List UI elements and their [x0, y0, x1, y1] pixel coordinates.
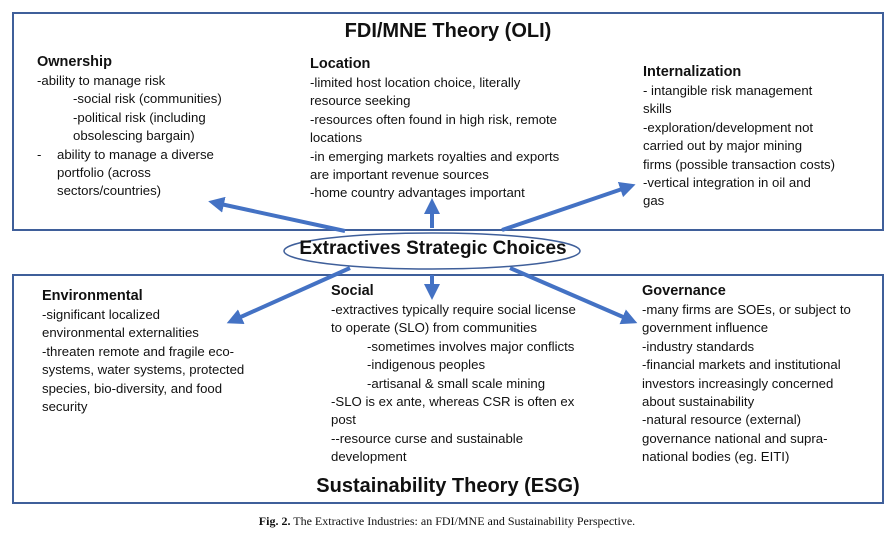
list-item: skills [643, 101, 672, 117]
list-item: -resources often found in high risk, rem… [310, 111, 558, 127]
list-item: portfolio (across [57, 165, 151, 181]
list-item: -artisanal & small scale mining [367, 375, 546, 391]
list-item: are important revenue sources [310, 167, 489, 183]
list-item: -industry standards [642, 338, 755, 354]
location-heading: Location [310, 56, 371, 72]
caption-text: The Extractive Industries: an FDI/MNE an… [290, 514, 636, 528]
list-item: -natural resource (external) [642, 412, 802, 428]
list-item: -in emerging markets royalties and expor… [310, 148, 560, 164]
caption-label: Fig. 2. [258, 514, 291, 528]
list-item: -ability to manage risk [37, 73, 166, 88]
arrow-to-governance [509, 266, 638, 325]
environmental-heading: Environmental [42, 288, 143, 304]
fdi-theory-box [12, 12, 884, 231]
list-item: security [42, 399, 88, 415]
social-heading: Social [331, 283, 374, 299]
list-item: -indigenous peoples [367, 357, 486, 373]
list-item: -vertical integration in oil and [643, 175, 811, 191]
list-item: locations [310, 130, 363, 146]
list-item: resource seeking [310, 93, 411, 109]
list-item: about sustainability [642, 394, 755, 410]
arrow-to-internalization [501, 182, 636, 232]
list-item: -many firms are SOEs, or subject to [642, 302, 851, 317]
internalization-section: Internalization - intangible risk manage… [643, 63, 835, 211]
center-label: Extractives Strategic Choices [299, 238, 567, 259]
list-item: -SLO is ex ante, whereas CSR is often ex [331, 394, 575, 410]
location-section: Location -limited host location choice, … [310, 55, 559, 203]
list-item: -sometimes involves major conflicts [367, 338, 575, 354]
list-item: -home country advantages important [310, 185, 525, 201]
list-item: -financial markets and institutional [642, 357, 841, 373]
internalization-heading: Internalization [643, 64, 742, 80]
list-item: sectors/countries) [57, 183, 162, 199]
list-item: - intangible risk management [643, 83, 813, 98]
list-item: to operate (SLO) from communities [331, 320, 537, 336]
governance-section: Governance -many firms are SOEs, or subj… [642, 282, 851, 467]
list-item: species, bio-diversity, and food [42, 380, 223, 396]
list-item: government influence [642, 320, 769, 336]
list-item: development [331, 449, 407, 465]
bullet-dash: - [37, 146, 42, 162]
bottom-title: Sustainability Theory (ESG) [316, 475, 580, 497]
list-item: environmental externalities [42, 325, 199, 341]
list-item: national bodies (eg. EITI) [642, 449, 790, 465]
social-section: Social -extractives typically require so… [331, 282, 576, 467]
list-item: systems, water systems, protected [42, 362, 245, 378]
list-item: -extractives typically require social li… [331, 302, 576, 317]
list-item: -social risk (communities) [73, 91, 222, 107]
ownership-heading: Ownership [37, 54, 112, 70]
top-title: FDI/MNE Theory (OLI) [344, 20, 552, 42]
sustainability-theory-box [12, 274, 884, 504]
list-item: obsolescing bargain) [73, 128, 195, 144]
list-item: ability to manage a diverse [57, 146, 214, 162]
environmental-section: Environmental -significant localized env… [42, 287, 244, 416]
list-item: post [331, 412, 356, 428]
arrow-to-environmental [226, 266, 351, 325]
ownership-section: Ownership -ability to manage risk -socia… [37, 53, 222, 201]
list-item: --resource curse and sustainable [331, 430, 524, 446]
list-item: investors increasingly concerned [642, 375, 834, 391]
list-item: firms (possible transaction costs) [643, 156, 836, 172]
figure-caption: Fig. 2. The Extractive Industries: an FD… [0, 514, 894, 529]
list-item: -significant localized [42, 307, 161, 322]
list-item: carried out by major mining [643, 138, 803, 154]
center-ellipse [283, 232, 581, 270]
list-item: -exploration/development not [643, 119, 814, 135]
list-item: -political risk (including [73, 109, 206, 125]
list-item: gas [643, 193, 665, 209]
list-item: -threaten remote and fragile eco- [42, 343, 235, 359]
list-item: -limited host location choice, literally [310, 75, 521, 90]
governance-heading: Governance [642, 283, 726, 299]
list-item: governance national and supra- [642, 430, 828, 446]
arrow-to-ownership [208, 196, 346, 233]
